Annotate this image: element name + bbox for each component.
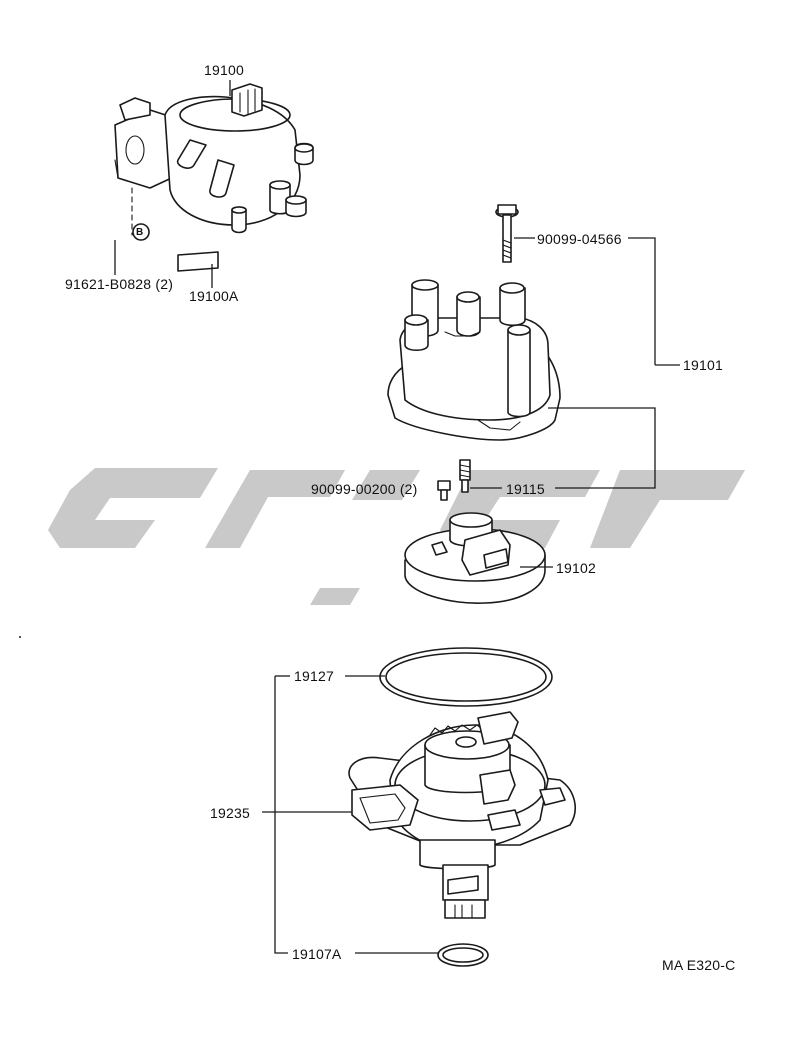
part-number-screw-rotor: 90099-00200 (2) xyxy=(311,481,418,497)
housing-assembly-drawing xyxy=(348,711,576,919)
part-number-cap-assy: 19101 xyxy=(683,357,723,373)
oring-housing-drawing xyxy=(379,647,553,707)
part-number-housing-assy: 19235 xyxy=(210,805,250,821)
label-b-symbol: B xyxy=(136,227,144,238)
label-plate-drawing xyxy=(177,251,219,272)
b-symbol-circle xyxy=(132,223,150,241)
distributor-assembly-drawing xyxy=(114,83,314,236)
part-number-electrode-insert: 19115 xyxy=(506,481,545,497)
part-number-clamp: 91621-B0828 (2) xyxy=(65,276,174,292)
part-number-label-plate: 19100A xyxy=(189,288,239,304)
part-number-oring-housing: 19127 xyxy=(294,668,334,684)
part-number-oring-shaft: 19107A xyxy=(292,946,342,962)
oring-shaft-drawing xyxy=(437,943,489,967)
part-number-screw-cap: 90099-04566 xyxy=(537,231,622,247)
diagram-reference-code: MA E320-C xyxy=(662,957,736,973)
part-number-distributor-assy: 19100 xyxy=(204,62,244,78)
electrode-insert-drawing xyxy=(459,459,471,493)
part-number-rotor: 19102 xyxy=(556,560,596,576)
screw-cap-drawing xyxy=(495,204,519,263)
rotor-drawing xyxy=(404,512,546,604)
distributor-cap-drawing xyxy=(387,279,561,441)
screw-rotor-drawing xyxy=(437,480,451,501)
